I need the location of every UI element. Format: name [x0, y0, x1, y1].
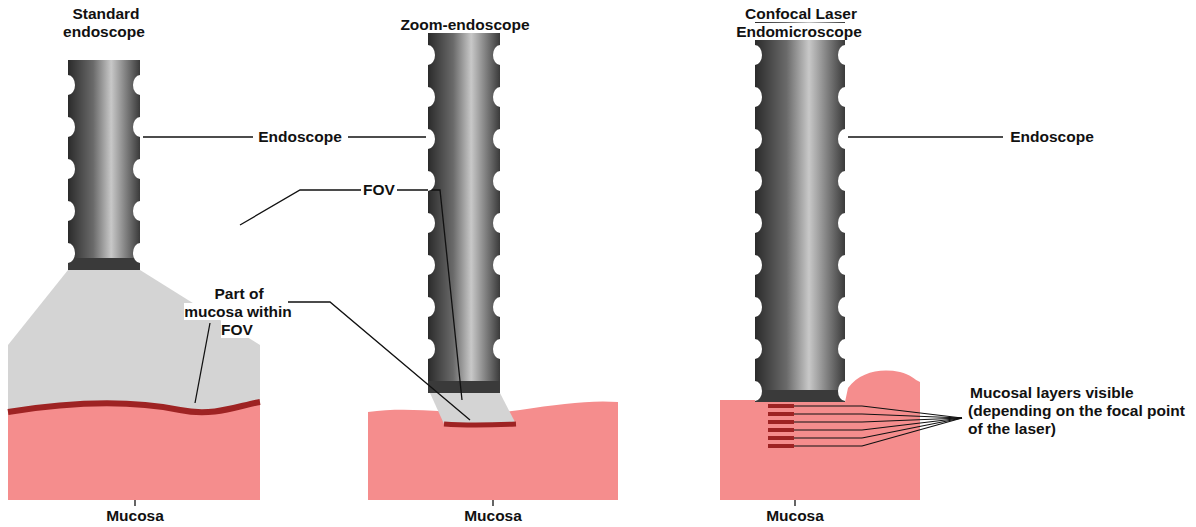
scope-notch: [428, 255, 435, 275]
scope-notch: [493, 213, 500, 233]
part-label: Mucosa: [90, 507, 180, 525]
scope-notch: [68, 243, 75, 263]
scope-notch: [428, 339, 435, 359]
scope-notch: [755, 339, 762, 359]
part-label: FOV: [359, 181, 399, 199]
panel-title: Standard endoscope: [40, 5, 170, 41]
endoscope-body: [68, 60, 140, 270]
label-text: Mucosa: [764, 507, 826, 524]
scope-notch: [838, 255, 845, 275]
scope-notch: [493, 255, 500, 275]
part-label: Mucosal layers visible (depending on the…: [968, 384, 1190, 438]
scope-notch: [493, 87, 500, 107]
scope-notch: [838, 339, 845, 359]
scope-notch: [428, 87, 435, 107]
label-text: Mucosa: [104, 507, 166, 524]
scope-notch: [493, 129, 500, 149]
scope-notch: [755, 87, 762, 107]
label-text: Part of mucosa within FOV: [184, 285, 292, 338]
mucosa-within-fov: [444, 424, 516, 425]
label-text: Endoscope: [1008, 128, 1096, 145]
scope-notch: [838, 45, 845, 65]
panel-title: Zoom-endoscope: [380, 16, 550, 34]
scope-notch: [133, 159, 140, 179]
scope-notch: [428, 45, 435, 65]
scope-notch: [68, 159, 75, 179]
part-label: Endoscope: [250, 128, 350, 146]
part-label: Mucosa: [750, 507, 840, 525]
scope-notch: [493, 339, 500, 359]
part-label: Part of mucosa within FOV: [183, 285, 293, 339]
scope-notch: [428, 129, 435, 149]
label-text: FOV: [361, 181, 397, 198]
scope-notch: [838, 297, 845, 317]
scope-notch: [755, 381, 762, 401]
label-text: Zoom-endoscope: [398, 16, 531, 33]
label-text: Mucosal layers visible (depending on the…: [968, 384, 1185, 437]
scope-notch: [133, 75, 140, 95]
scope-notch: [493, 171, 500, 191]
scope-notch: [755, 213, 762, 233]
scope-notch: [838, 87, 845, 107]
scope-notch: [755, 171, 762, 191]
mucosal-layers: [768, 404, 794, 448]
scope-notch: [68, 201, 75, 221]
label-text: Endoscope: [256, 128, 344, 145]
scope-notch: [428, 171, 435, 191]
part-label: Endoscope: [1002, 128, 1102, 146]
scope-notch: [68, 75, 75, 95]
panel-title: Confocal Laser Endomicroscope: [725, 5, 875, 41]
endoscope-body: [755, 20, 845, 402]
endoscope-body: [428, 20, 500, 393]
label-text: Confocal Laser Endomicroscope: [736, 5, 864, 40]
scope-notch: [428, 213, 435, 233]
leader-lines: [794, 406, 962, 446]
scope-notch: [755, 255, 762, 275]
scope-notch: [755, 297, 762, 317]
scope-notch: [838, 381, 845, 401]
scope-notch: [838, 171, 845, 191]
mucosa-within-fov: [8, 402, 260, 412]
scope-notch: [755, 129, 762, 149]
scope-notch: [133, 201, 140, 221]
scope-notch: [493, 297, 500, 317]
scope-notch: [133, 243, 140, 263]
part-label: Mucosa: [448, 507, 538, 525]
scope-notch: [133, 117, 140, 137]
label-text: Standard endoscope: [63, 5, 147, 40]
scope-notch: [428, 297, 435, 317]
scope-notch: [755, 45, 762, 65]
leader-lines: [135, 137, 1003, 506]
scope-notch: [68, 117, 75, 137]
scope-notch: [838, 129, 845, 149]
label-text: Mucosa: [462, 507, 524, 524]
mucosa-tissue: [8, 402, 260, 500]
scope-notch: [493, 45, 500, 65]
scope-notch: [838, 213, 845, 233]
